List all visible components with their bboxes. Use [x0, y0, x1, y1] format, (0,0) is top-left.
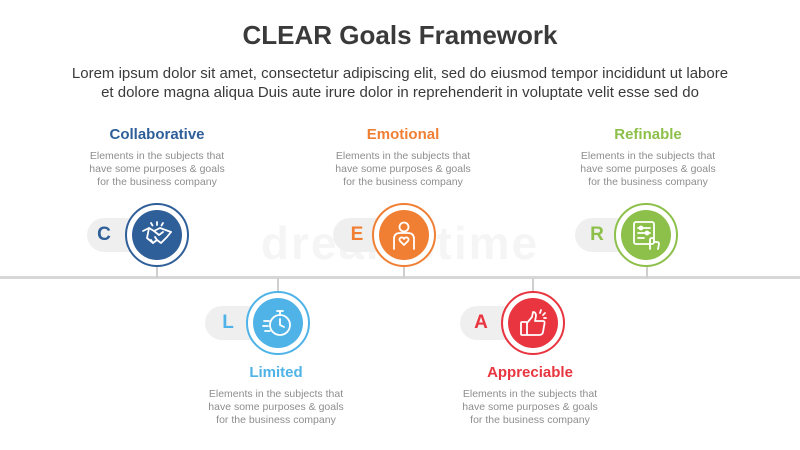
stopwatch-icon	[262, 310, 291, 336]
handshake-icon	[142, 221, 172, 244]
connector-c	[156, 264, 158, 278]
step-badge-e	[372, 203, 436, 267]
step-letter-c: C	[97, 224, 111, 245]
step-badge-a	[501, 291, 565, 355]
subtitle-line-1: Lorem ipsum dolor sit amet, consectetur …	[71, 65, 729, 82]
step-letter-r: R	[590, 224, 604, 245]
page-subtitle: Lorem ipsum dolor sit amet, consectetur …	[0, 64, 800, 102]
connector-a	[532, 278, 534, 292]
step-letter-a: A	[474, 312, 488, 333]
thumbs-up-icon	[520, 309, 547, 336]
person-heart-icon	[393, 221, 415, 250]
step-heading-limited: Limited	[249, 364, 303, 381]
connector-e	[403, 264, 405, 278]
page-title: CLEAR Goals Framework	[242, 20, 558, 50]
subtitle-line-2: et dolore magna aliqua Duis aute irure d…	[101, 84, 699, 101]
step-letter-l: L	[222, 312, 234, 333]
step-heading-appreciable: Appreciable	[487, 364, 573, 381]
step-badge-l	[246, 291, 310, 355]
timeline-line	[0, 276, 800, 279]
connector-r	[646, 264, 648, 278]
step-heading-refinable: Refinable	[614, 126, 682, 143]
step-badge-c	[125, 203, 189, 267]
step-heading-collaborative: Collaborative	[109, 126, 205, 143]
settings-board-icon	[633, 221, 660, 250]
connector-l	[277, 278, 279, 292]
step-badge-r	[614, 203, 678, 267]
step-letter-e: E	[350, 224, 364, 245]
step-heading-emotional: Emotional	[366, 126, 440, 143]
